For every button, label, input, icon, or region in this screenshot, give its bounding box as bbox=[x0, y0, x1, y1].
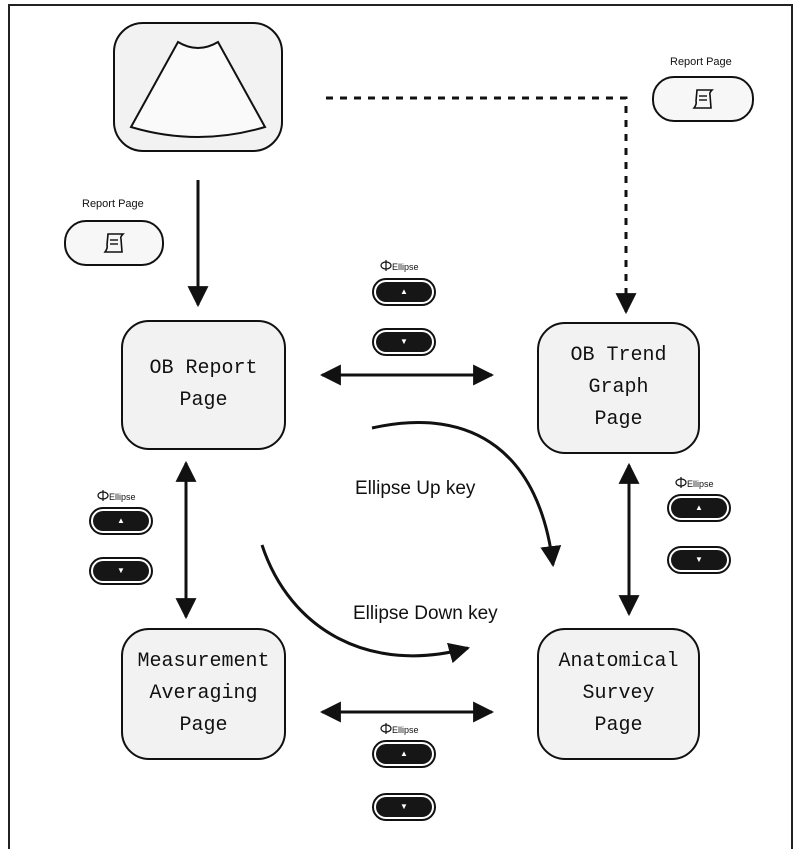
ellipse-label-bottom: Ellipse bbox=[380, 723, 419, 735]
report-page-button-left[interactable] bbox=[64, 220, 164, 266]
ob-trend-line-2: Graph bbox=[588, 376, 649, 399]
report-document-icon bbox=[103, 233, 125, 253]
down-arrow-icon: ▼ bbox=[93, 561, 149, 581]
down-arrow-icon: ▼ bbox=[671, 550, 727, 570]
ellipse-label-text: Ellipse bbox=[687, 479, 714, 489]
ellipse-key-icon bbox=[380, 723, 392, 734]
ellipse-down-button-top[interactable]: ▼ bbox=[372, 328, 436, 356]
up-arrow-icon: ▲ bbox=[376, 282, 432, 302]
ellipse-down-button-right[interactable]: ▼ bbox=[667, 546, 731, 574]
ellipse-up-key-label: Ellipse Up key bbox=[355, 478, 476, 499]
ellipse-key-icon bbox=[675, 477, 687, 488]
dashed-path-top bbox=[326, 96, 628, 303]
ob-trend-line-3: Page bbox=[594, 408, 643, 431]
ellipse-down-button-left[interactable]: ▼ bbox=[89, 557, 153, 585]
ultrasound-sector-image-icon bbox=[129, 40, 267, 138]
ob-trend-line-1: OB Trend bbox=[570, 344, 667, 367]
ellipse-label-text: Ellipse bbox=[392, 725, 419, 735]
ellipse-label-left: Ellipse bbox=[97, 490, 136, 502]
measurement-averaging-page-node: Measurement Averaging Page bbox=[121, 628, 286, 760]
ellipse-label-right: Ellipse bbox=[675, 477, 714, 489]
up-arrow-icon: ▲ bbox=[671, 498, 727, 518]
ellipse-key-icon bbox=[380, 260, 392, 271]
ultrasound-image-window bbox=[113, 22, 283, 152]
down-arrow-icon: ▼ bbox=[376, 332, 432, 352]
anatomical-line-2: Survey bbox=[582, 682, 655, 705]
ob-trend-graph-page-node: OB Trend Graph Page bbox=[537, 322, 700, 454]
ellipse-up-button-left[interactable]: ▲ bbox=[89, 507, 153, 535]
anatomical-line-1: Anatomical bbox=[558, 650, 679, 673]
curve-ellipse-up bbox=[371, 421, 562, 568]
anatomical-line-3: Page bbox=[594, 714, 643, 737]
down-arrow-icon: ▼ bbox=[376, 797, 432, 817]
ellipse-label-text: Ellipse bbox=[109, 492, 136, 502]
up-arrow-icon: ▲ bbox=[93, 511, 149, 531]
diagram-frame bbox=[8, 4, 793, 849]
report-page-label-right: Report Page bbox=[670, 56, 732, 68]
measurement-line-3: Page bbox=[179, 714, 228, 737]
ellipse-down-button-bottom[interactable]: ▼ bbox=[372, 793, 436, 821]
measurement-line-1: Measurement bbox=[137, 650, 270, 673]
ob-report-page-node: OB Report Page bbox=[121, 320, 286, 450]
anatomical-survey-page-node: Anatomical Survey Page bbox=[537, 628, 700, 760]
report-document-icon bbox=[692, 89, 714, 109]
ellipse-up-button-bottom[interactable]: ▲ bbox=[372, 740, 436, 768]
ellipse-label-top: Ellipse bbox=[380, 260, 419, 272]
ellipse-key-icon bbox=[97, 490, 109, 501]
ob-report-line-1: OB Report bbox=[149, 357, 258, 380]
ellipse-label-text: Ellipse bbox=[392, 262, 419, 272]
report-page-button-right[interactable] bbox=[652, 76, 754, 122]
ellipse-down-key-label: Ellipse Down key bbox=[353, 603, 498, 624]
up-arrow-icon: ▲ bbox=[376, 744, 432, 764]
ob-report-line-2: Page bbox=[179, 389, 228, 412]
report-page-label-left: Report Page bbox=[82, 198, 144, 210]
ellipse-up-button-right[interactable]: ▲ bbox=[667, 494, 731, 522]
curve-ellipse-down bbox=[260, 544, 471, 664]
measurement-line-2: Averaging bbox=[149, 682, 258, 705]
ellipse-up-button-top[interactable]: ▲ bbox=[372, 278, 436, 306]
